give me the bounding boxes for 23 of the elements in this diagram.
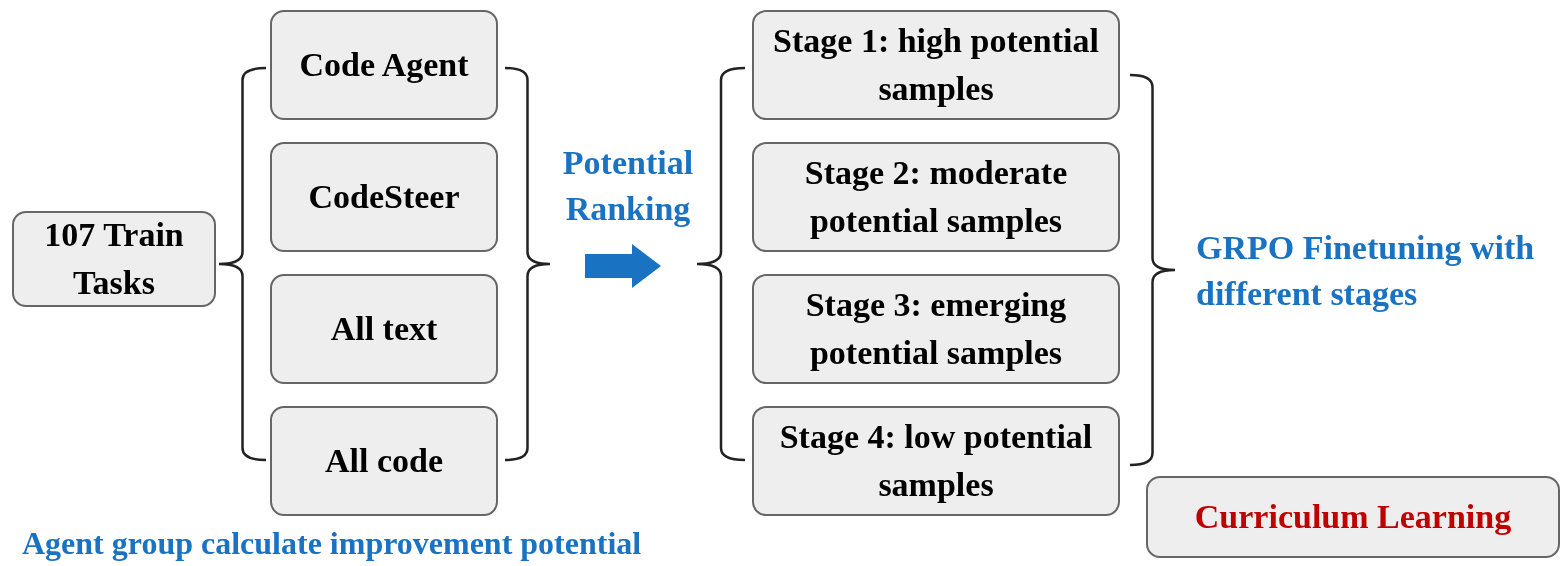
process-box (270, 406, 498, 516)
annotation-text: Potential Ranking (561, 143, 695, 229)
box-label: Stage 2: moderate potential samples (803, 153, 1069, 241)
process-box (270, 10, 498, 120)
box-label: 107 Train Tasks (43, 215, 185, 303)
process-box (752, 142, 1120, 252)
box-label: Curriculum Learning (1194, 497, 1512, 537)
process-box (270, 274, 498, 384)
box-label: All code (324, 441, 443, 481)
process-box (752, 274, 1120, 384)
box-label: All text (330, 309, 438, 349)
box-label: Stage 3: emerging potential samples (804, 285, 1068, 373)
box-label: Stage 4: low potential samples (778, 417, 1094, 505)
box-label: Code Agent (299, 45, 469, 85)
box-label: CodeSteer (308, 177, 460, 217)
process-box (12, 211, 216, 307)
annotation-text: Agent group calculate improvement potential (22, 524, 642, 563)
process-box (752, 406, 1120, 516)
box-label: Stage 1: high potential samples (772, 21, 1100, 109)
process-box (752, 10, 1120, 120)
highlight-box (1146, 476, 1560, 558)
process-box (270, 142, 498, 252)
annotation-text: GRPO Finetuning with different stages (1196, 228, 1536, 314)
